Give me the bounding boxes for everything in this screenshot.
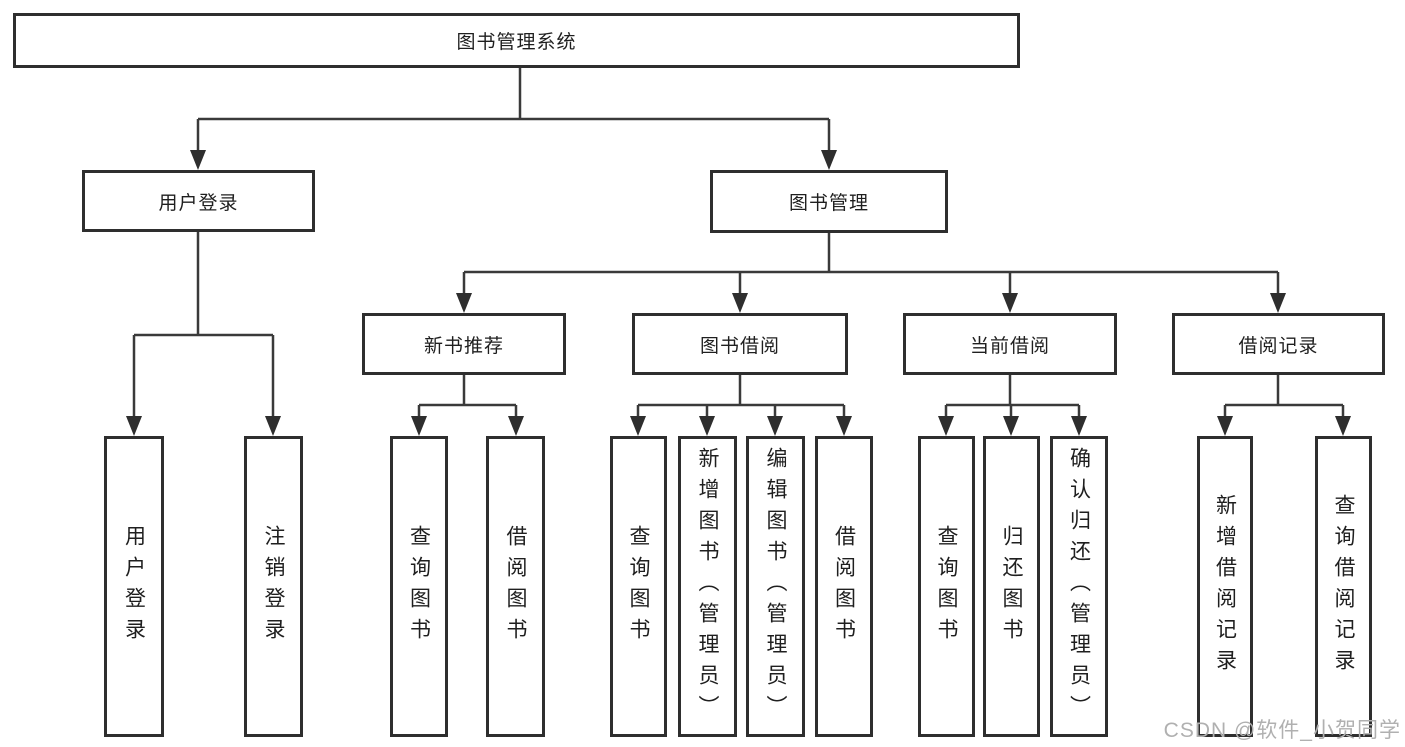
node-borrow-records: 借阅记录	[1172, 313, 1385, 375]
leaf-return-book: 归还图书	[983, 436, 1040, 737]
node-book-borrowing: 图书借阅	[632, 313, 848, 375]
leaf-edit-book-admin-label: 编辑图书（管理员）	[764, 447, 787, 726]
leaf-query-books-current-label: 查询图书	[935, 524, 958, 649]
leaf-query-books-recommend: 查询图书	[390, 436, 448, 737]
node-library-system-label: 图书管理系统	[456, 32, 577, 53]
leaf-query-books-recommend-label: 查询图书	[407, 524, 431, 649]
leaf-query-books-borrowing-label: 查询图书	[627, 524, 650, 649]
leaf-confirm-return-admin: 确认归还（管理员）	[1050, 436, 1108, 737]
leaf-query-books-borrowing: 查询图书	[610, 436, 667, 737]
node-user-login-label: 用户登录	[158, 192, 239, 214]
leaf-borrow-books: 借阅图书	[815, 436, 873, 737]
leaf-borrow-books-label: 借阅图书	[832, 524, 856, 649]
node-user-login: 用户登录	[82, 170, 315, 232]
leaf-add-borrow-record: 新增借阅记录	[1197, 436, 1253, 737]
leaf-edit-book-admin: 编辑图书（管理员）	[746, 436, 805, 737]
leaf-borrow-books-recommend: 借阅图书	[486, 436, 545, 737]
leaf-user-login-label: 用户登录	[122, 524, 146, 649]
leaf-return-book-label: 归还图书	[1000, 524, 1023, 649]
node-borrow-records-label: 借阅记录	[1238, 335, 1319, 357]
leaf-add-book-admin-label: 新增图书（管理员）	[696, 447, 719, 726]
node-new-book-recommend: 新书推荐	[362, 313, 566, 375]
leaf-query-books-current: 查询图书	[918, 436, 975, 737]
csdn-watermark: CSDN @软件_小贺同学	[1163, 719, 1401, 742]
node-new-book-recommend-label: 新书推荐	[423, 335, 504, 357]
node-current-borrowing-label: 当前借阅	[969, 335, 1050, 357]
leaf-add-borrow-record-label: 新增借阅记录	[1213, 493, 1237, 680]
node-book-management-label: 图书管理	[788, 193, 869, 214]
leaf-logout-label: 注销登录	[262, 524, 285, 649]
leaf-borrow-books-recommend-label: 借阅图书	[504, 524, 527, 649]
node-library-system: 图书管理系统	[13, 13, 1020, 68]
node-current-borrowing: 当前借阅	[903, 313, 1117, 375]
node-book-management: 图书管理	[710, 170, 948, 233]
leaf-logout: 注销登录	[244, 436, 303, 737]
leaf-query-borrow-record: 查询借阅记录	[1315, 436, 1372, 737]
leaf-confirm-return-admin-label: 确认归还（管理员）	[1067, 447, 1091, 726]
leaf-add-book-admin: 新增图书（管理员）	[678, 436, 737, 737]
node-book-borrowing-label: 图书借阅	[699, 335, 780, 357]
leaf-user-login: 用户登录	[104, 436, 164, 737]
leaf-query-borrow-record-label: 查询借阅记录	[1332, 493, 1355, 680]
